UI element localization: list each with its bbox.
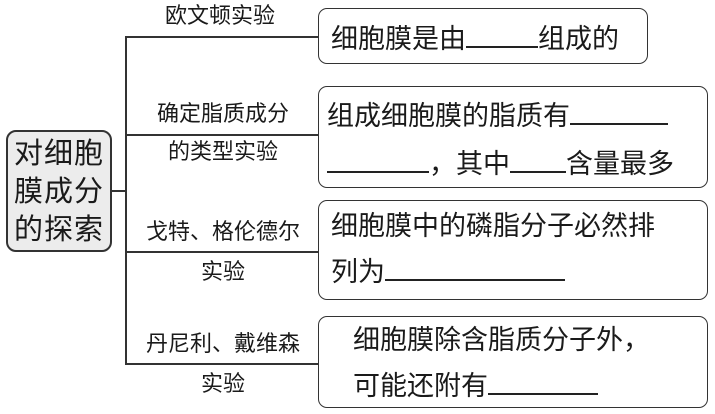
conclusion-text: ，其中 [429, 149, 510, 180]
branch-line-4 [125, 363, 318, 365]
experiment-name-line2: 实验 [200, 372, 245, 397]
experiment-label-2: 确定脂质成分 的类型实验 [130, 100, 316, 168]
experiment-name-line1: 丹尼利、戴维森 [145, 332, 300, 357]
conclusion-text: 组成细胞膜的脂质有 [327, 101, 570, 132]
conclusion-text: 细胞膜中的磷脂分子必然排 [331, 211, 655, 242]
experiment-label-3: 戈特、格伦德尔 实验 [128, 218, 318, 288]
experiment-name-line2: 的类型实验 [167, 140, 278, 165]
experiment-name-line1: 确定脂质成分 [156, 102, 289, 127]
answer-blank[interactable] [510, 141, 566, 173]
branch-line-2 [125, 134, 318, 136]
answer-blank[interactable] [466, 16, 538, 48]
root-node: 对细胞膜成分的探索 [6, 130, 112, 252]
conclusion-text: 列为 [331, 257, 385, 288]
conclusion-box-1: 细胞膜是由 组成的 [318, 8, 648, 64]
branch-line-1 [125, 36, 318, 38]
trunk-line [125, 36, 127, 365]
conclusion-text: 细胞膜除含脂质分子外， [353, 325, 650, 356]
answer-blank[interactable] [488, 363, 598, 395]
conclusion-text: 细胞膜是由 [331, 24, 466, 55]
experiment-label-1: 欧文顿实验 [140, 2, 300, 32]
conclusion-box-3: 细胞膜中的磷脂分子必然排 列为 [318, 200, 708, 300]
root-label: 对细胞膜成分的探索 [13, 136, 104, 246]
experiment-name: 欧文顿实验 [164, 4, 275, 29]
answer-blank[interactable] [570, 93, 668, 125]
branch-line-3 [125, 251, 318, 253]
conclusion-text: 组成的 [538, 24, 619, 55]
answer-blank[interactable] [385, 249, 565, 281]
conclusion-text: 含量最多 [566, 149, 674, 180]
answer-blank[interactable] [327, 141, 429, 173]
experiment-name-line1: 戈特、格伦德尔 [145, 220, 300, 245]
experiment-label-4: 丹尼利、戴维森 实验 [128, 330, 318, 400]
conclusion-box-4: 细胞膜除含脂质分子外， 可能还附有 [318, 316, 708, 408]
conclusion-text: 可能还附有 [353, 371, 488, 402]
conclusion-box-2: 组成细胞膜的脂质有 ，其中 含量最多 [318, 86, 708, 188]
experiment-name-line2: 实验 [200, 260, 245, 285]
root-connector [112, 190, 127, 192]
